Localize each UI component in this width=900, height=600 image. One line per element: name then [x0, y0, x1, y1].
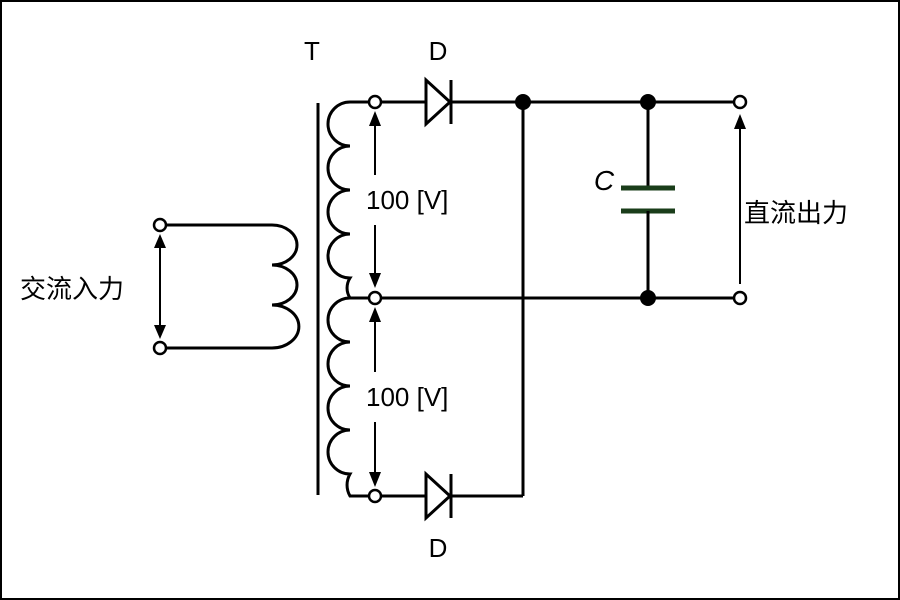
- dc-output-label: 直流出力: [744, 198, 848, 228]
- dc-output-arrow: [734, 114, 746, 284]
- voltage-arrow-lower: [369, 307, 381, 487]
- transformer-label: T: [304, 36, 320, 66]
- dc-output-terminal: [732, 94, 748, 110]
- ac-input-label: 交流入力: [20, 274, 124, 304]
- capacitor-label: C: [594, 165, 615, 196]
- diode-top: [424, 76, 453, 128]
- ac-input-terminal: [152, 340, 168, 356]
- voltage-upper-label: 100 [V]: [366, 185, 448, 215]
- diode-top-label: D: [429, 36, 448, 66]
- primary-winding: [160, 223, 301, 350]
- secondary-winding: [326, 100, 375, 498]
- voltage-arrow-upper: [369, 111, 381, 288]
- secondary-terminal: [367, 488, 383, 504]
- junction-dot: [640, 290, 656, 306]
- ac-input-arrow: [154, 234, 166, 339]
- voltage-lower-label: 100 [V]: [366, 382, 448, 412]
- junction-dot: [640, 94, 656, 110]
- ac-input-terminal: [152, 217, 168, 233]
- junction-dot: [515, 94, 531, 110]
- dc-output-terminal: [732, 290, 748, 306]
- capacitor: [621, 102, 675, 298]
- diode-bottom-label: D: [429, 533, 448, 563]
- secondary-terminal: [367, 290, 383, 306]
- secondary-terminal: [367, 94, 383, 110]
- diode-bottom: [424, 470, 453, 522]
